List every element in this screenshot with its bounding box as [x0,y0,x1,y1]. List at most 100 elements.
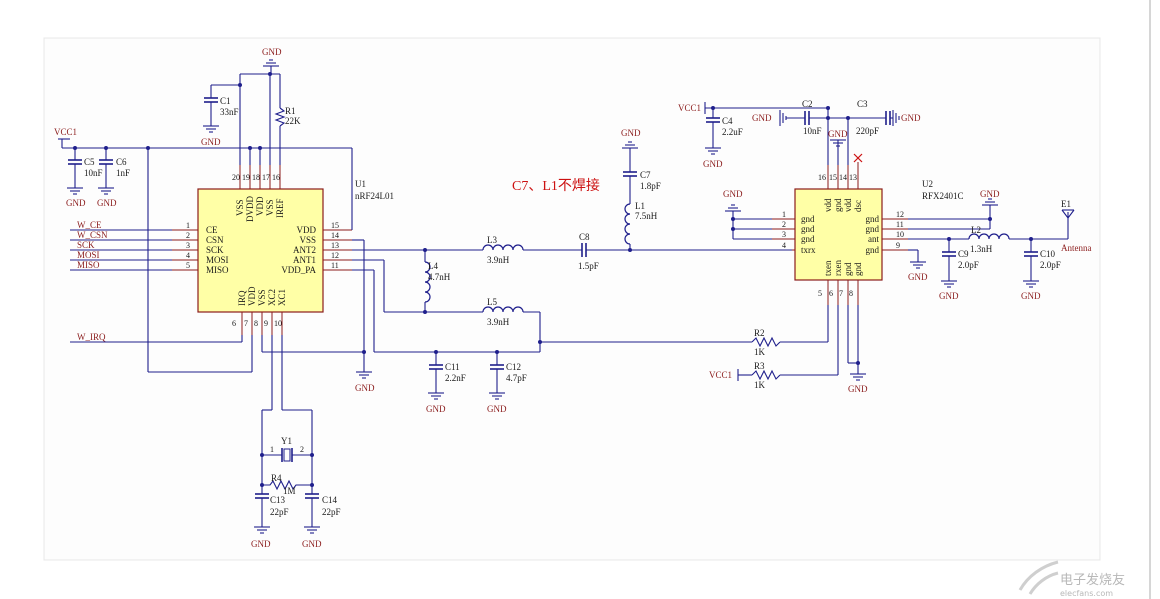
u2-pin-name: gnd [853,262,863,276]
gnd-u2-right: GND [980,189,1000,199]
c5-value: 10nF [84,168,103,178]
u2-pin-name: gnd [866,214,880,224]
r2-ref: R2 [754,328,765,338]
u2-vcc-network: VCC1 C4 2.2uF GND GND C2 10nF [678,99,921,169]
gnd-c2: GND [752,113,772,123]
net-vcc1-top: VCC1 [678,103,701,113]
c7-ref: C7 [640,170,651,180]
u1-pin-name: CE [206,225,218,235]
u2-pin-name: rxen [833,260,843,276]
c10-ref: C10 [1040,249,1056,259]
u1-pin-num: 2 [186,231,190,240]
u1-pin-name: VSS [299,235,316,245]
c6-ref: C6 [116,157,127,167]
y1-pin-1: 1 [270,445,274,454]
u2-right-pins: 12 11 10 9 gnd gnd ant gnd [866,210,908,255]
u2-chip[interactable]: U2 RFX2401C 1 2 3 4 gnd gnd gnd txrx 12 … [772,153,964,305]
u2-bottom-network: R2 1K VCC1 R3 1K GND [540,305,868,394]
c11-value: 2.2nF [445,373,466,383]
u2-pin-name: gnd [801,224,815,234]
vdd-pa-network: GND C11 2.2nF C12 4.7pF GND GND [261,239,540,414]
u1-pin-num: 12 [331,251,339,260]
u1-top-pins: 20 19 18 17 16 VSS DVDD VDD VSS IREF [232,165,285,222]
u1-chip[interactable]: U1 nRF24L01 1 2 3 4 5 CE CSN SCK MOSI MI… [172,165,394,335]
u2-pin-num: 4 [782,241,786,250]
u1-pin-name: VDD [255,196,265,216]
gnd-c6: GND [97,198,117,208]
r3-ref: R3 [754,361,765,371]
e1-ref: E1 [1061,199,1071,209]
u1-pin-num: 10 [274,319,282,328]
gnd-u2-left: GND [723,189,743,199]
u2-pin-num: 14 [839,173,847,182]
l2-ref: L2 [971,225,981,235]
net-w-ce: W_CE [77,220,102,230]
u1-pin-name: VDD_PA [281,265,316,275]
spi-nets: W_CE W_CSN SCK MOSI MISO W_IRQ [70,220,243,343]
u2-left-pins: 1 2 3 4 gnd gnd gnd txrx [772,210,816,255]
u2-pin-num: 15 [829,173,837,182]
u2-pin-num: 2 [782,220,786,229]
u1-pin-num: 7 [244,319,248,328]
u1-pin-num: 17 [262,173,270,182]
u1-pin-num: 15 [331,221,339,230]
c10-value: 2.0pF [1040,260,1061,270]
c4-value: 2.2uF [722,127,743,137]
y1-ref: Y1 [281,436,292,446]
u2-pin-num: 12 [896,210,904,219]
u2-pin-num: 5 [818,289,822,298]
gnd-c5: GND [66,198,86,208]
c5-ref: C5 [84,157,95,167]
net-vcc1-left: VCC1 [54,127,77,137]
net-w-irq: W_IRQ [77,332,106,342]
u1-pin-num: 19 [242,173,250,182]
u1-pin-num: 14 [331,231,339,240]
gnd-c3: GND [901,113,921,123]
crystal-network: Y1 1 2 R4 1M C13 22pF C14 22pF GND GND [251,335,341,549]
u2-pin-num: 7 [839,289,843,298]
l5-value: 3.9nH [487,317,510,327]
u2-pin-num: 11 [896,220,904,229]
u2-pin-num: 1 [782,210,786,219]
u1-pin-num: 6 [232,319,236,328]
l1-ref: L1 [635,201,645,211]
u1-pin-name: ANT2 [293,245,316,255]
c11-ref: C11 [445,362,460,372]
c9-value: 2.0pF [958,260,979,270]
u2-part: RFX2401C [922,191,964,201]
gnd-c7: GND [621,128,641,138]
u1-pin-name: XC1 [277,289,287,306]
u2-pin-name: gnd [866,245,880,255]
u1-pin-num: 13 [331,241,339,250]
c14-value: 22pF [322,507,341,517]
gnd-vss: GND [355,383,375,393]
u2-pin-name: gnd [866,224,880,234]
l3-ref: L3 [487,235,497,245]
l5-ref: L5 [487,297,497,307]
c7-value: 1.8pF [640,181,661,191]
u1-pin-num: 4 [186,251,190,260]
c3-value: 220pF [856,126,879,136]
gnd-c13: GND [251,539,271,549]
net-mosi: MOSI [77,250,100,260]
c14-ref: C14 [322,495,338,505]
u1-right-pins: 15 14 13 12 11 VDD VSS ANT2 ANT1 VDD_PA [281,221,352,275]
no-solder-note: C7、L1不焊接 [512,177,600,194]
l4-value: 4.7nH [428,272,451,282]
u1-pin-name: MOSI [206,255,229,265]
u1-left-pins: 1 2 3 4 5 CE CSN SCK MOSI MISO [172,221,229,275]
r1-value: 22K [285,116,301,126]
watermark-text: 电子发烧友 [1060,572,1125,588]
y1-pin-2: 2 [300,445,304,454]
gnd-c1: GND [201,137,221,147]
gnd-c12: GND [487,404,507,414]
gnd-c11: GND [426,404,446,414]
watermark: 电子发烧友 elecfans.com [1018,560,1125,598]
u2-pin-name: ant [868,234,879,244]
u1-pin-name: SCK [206,245,224,255]
c12-value: 4.7pF [506,373,527,383]
u1-pin-num: 11 [331,261,339,270]
u2-pin-name: gnd [801,214,815,224]
u2-pin-num: 3 [782,230,786,239]
u1-pin-name: ANT1 [293,255,316,265]
